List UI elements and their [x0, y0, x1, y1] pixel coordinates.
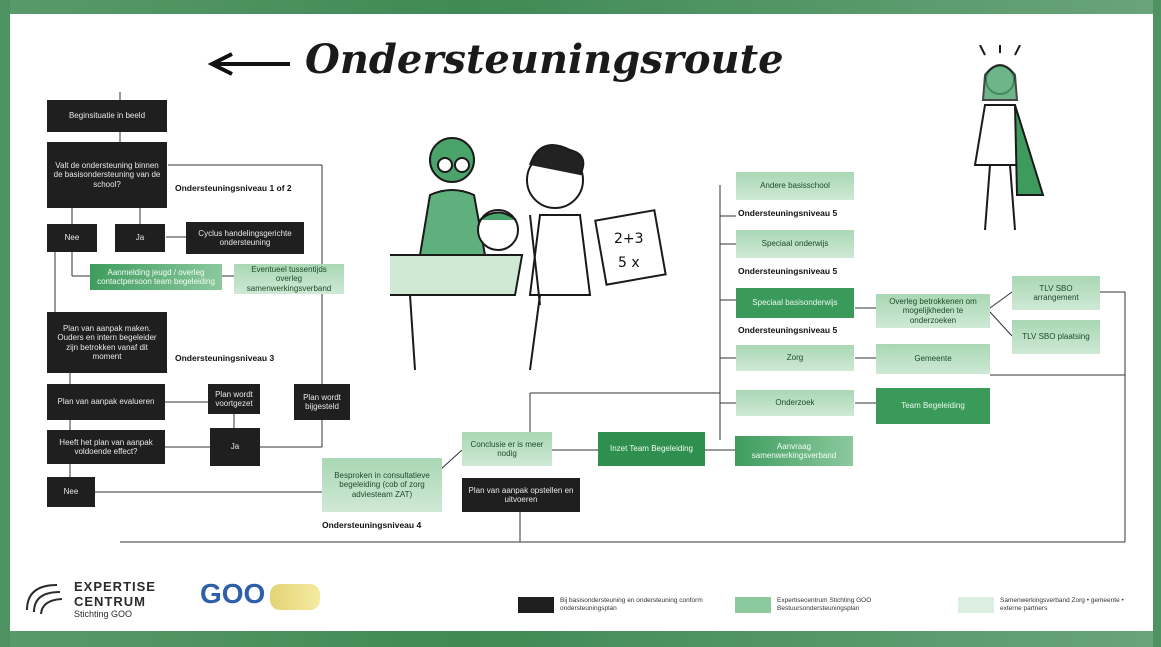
box-aanvraag-swv: Aanvraag samenwerkingsverband	[735, 436, 853, 466]
goo-logo-accent	[270, 584, 320, 610]
box-speciaal-basisonderwijs: Speciaal basisonderwijs	[736, 288, 854, 318]
expertise-sub: Stichting GOO	[74, 609, 133, 619]
box-aanmelding: Aanmelding jeugd / overleg contactpersoo…	[90, 264, 222, 290]
level-3: Ondersteuningsniveau 3	[175, 353, 275, 363]
level-1-2: Ondersteuningsniveau 1 of 2	[175, 183, 292, 193]
math-top: 2+3	[614, 231, 644, 247]
box-team-begeleiding: Team Begeleiding	[876, 388, 990, 424]
box-heeft-effect: Heeft het plan van aanpak voldoende effe…	[47, 430, 165, 464]
box-tlv-plaatsing: TLV SBO plaatsing	[1012, 320, 1100, 354]
left-border	[0, 0, 10, 647]
expertise-logo-icon	[26, 584, 63, 615]
box-opstellen-uitvoeren: Plan van aanpak opstellen en uitvoeren	[462, 478, 580, 512]
box-nee-1: Nee	[47, 224, 97, 252]
box-gemeente: Gemeente	[876, 344, 990, 374]
box-andere-basisschool: Andere basisschool	[736, 172, 854, 200]
legend-text-3: Samenwerkingsverband Zorg • gemeente • e…	[1000, 597, 1124, 613]
children-illustration: 2+3 5 x	[390, 137, 667, 371]
top-border	[0, 0, 1161, 14]
level-5-b: Ondersteuningsniveau 5	[738, 266, 838, 276]
math-bottom: 5 x	[618, 255, 640, 271]
box-bijgesteld: Plan wordt bijgesteld	[294, 384, 350, 420]
legend-text-1: Bij basisondersteuning en ondersteuning …	[560, 597, 703, 613]
legend-swatch-dark	[518, 597, 554, 613]
box-speciaal-onderwijs: Speciaal onderwijs	[736, 230, 854, 258]
legend-text-2: Expertisecentrum Stichting GOO Bestuurso…	[777, 597, 872, 613]
expertise-line1: EXPERTISE	[74, 579, 156, 594]
box-ja-2: Ja	[210, 428, 260, 466]
box-zorg: Zorg	[736, 345, 854, 371]
box-tlv-arrangement: TLV SBO arrangement	[1012, 276, 1100, 310]
hero-illustration	[973, 45, 1045, 231]
box-plan-van-aanpak: Plan van aanpak maken. Ouders en intern …	[47, 312, 167, 373]
box-evalueren: Plan van aanpak evalueren	[47, 384, 165, 420]
expertise-line2: CENTRUM	[74, 594, 146, 609]
goo-logo: GOO	[200, 578, 266, 609]
box-inzet-team: Inzet Team Begeleiding	[598, 432, 705, 466]
box-nee-2: Nee	[47, 477, 95, 507]
page-title: Ondersteuningsroute	[305, 36, 784, 83]
box-beginsituatie: Beginsituatie in beeld	[47, 100, 167, 132]
box-eventueel-overleg: Eventueel tussentijds overleg samenwerki…	[234, 264, 344, 294]
legend-swatch-light	[958, 597, 994, 613]
level-5-a: Ondersteuningsniveau 5	[738, 208, 838, 218]
bottom-border	[0, 631, 1161, 647]
box-cyclus: Cyclus handelingsgerichte ondersteuning	[186, 222, 304, 254]
box-conclusie: Conclusie er is meer nodig	[462, 432, 552, 466]
level-4: Ondersteuningsniveau 4	[322, 520, 422, 530]
legend-swatch-green	[735, 597, 771, 613]
box-voortgezet: Plan wordt voortgezet	[208, 384, 260, 414]
level-5-c: Ondersteuningsniveau 5	[738, 325, 838, 335]
box-besproken: Besproken in consultatieve begeleiding (…	[322, 458, 442, 512]
box-ja-1: Ja	[115, 224, 165, 252]
box-valt-binnen: Valt de ondersteuning binnen de basisond…	[47, 142, 167, 208]
box-overleg-betrokkenen: Overleg betrokkenen om mogelijkheden te …	[876, 294, 990, 328]
box-onderzoek: Onderzoek	[736, 390, 854, 416]
right-border	[1153, 0, 1161, 647]
